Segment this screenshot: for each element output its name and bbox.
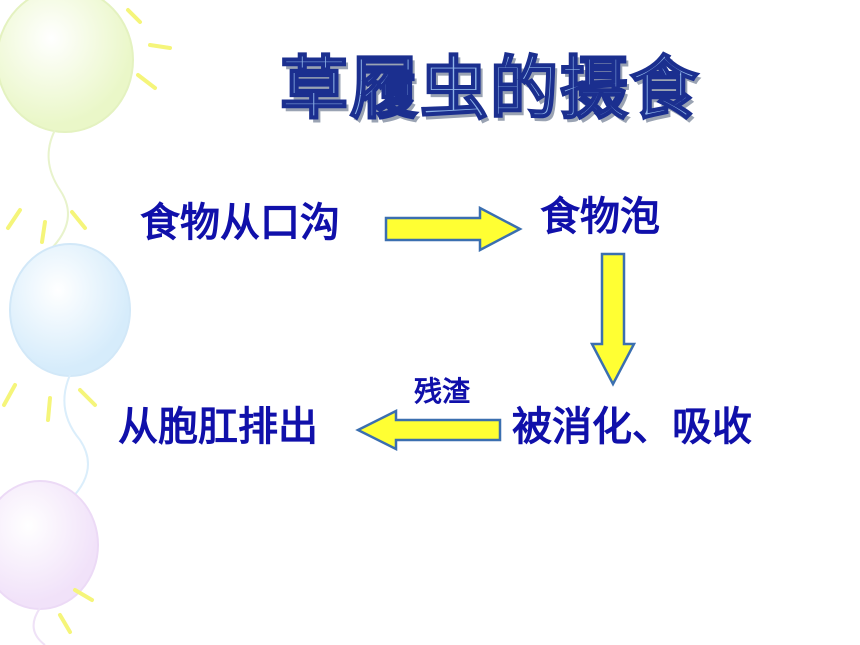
arrow-down (590, 252, 636, 387)
node-food-vacuole: 食物泡 (540, 194, 660, 240)
edge-label-residue: 残渣 (414, 375, 471, 408)
blue-balloon (9, 243, 131, 377)
node-digested-absorbed: 被消化、吸收 (512, 404, 752, 450)
node-food-from-oral-groove: 食物从口沟 (140, 200, 340, 246)
arrow-left (355, 409, 502, 451)
purple-balloon (0, 480, 99, 610)
node-expelled-from-anal-pore: 从胞肛排出 (118, 404, 318, 450)
green-balloon (0, 0, 134, 133)
page-title: 草履虫的摄食 (279, 49, 701, 130)
arrow-right (384, 206, 523, 252)
